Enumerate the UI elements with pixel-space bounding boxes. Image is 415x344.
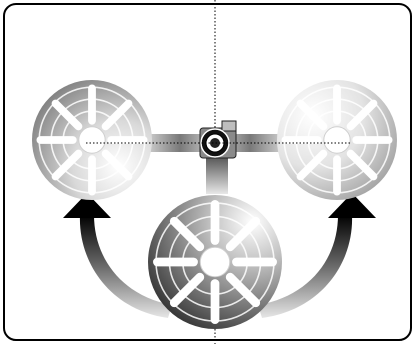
wheel-spoke xyxy=(51,149,83,181)
wheel-spoke xyxy=(346,99,378,131)
wheel-center xyxy=(199,246,231,278)
wheel-spoke xyxy=(296,149,328,181)
wheel-spoke xyxy=(169,216,205,252)
wheel-spoke xyxy=(101,99,133,131)
wheel-spoke xyxy=(225,216,261,252)
wheel-icon-right xyxy=(277,80,397,200)
curved-arrow-icon-left xyxy=(63,193,172,318)
wheel-icon-bottom xyxy=(148,195,282,329)
wheel-center xyxy=(323,126,351,154)
central-hub-icon xyxy=(199,120,237,159)
wheel-spoke xyxy=(51,99,83,131)
wheel-icon-left xyxy=(32,80,152,200)
wheel-spoke xyxy=(296,99,328,131)
curved-arrow-icon-right xyxy=(258,193,376,318)
wheel-spoke xyxy=(225,272,261,308)
wheel-center xyxy=(78,126,106,154)
wheel-spoke xyxy=(101,149,133,181)
wheel-spoke xyxy=(169,272,205,308)
wheel-spoke xyxy=(346,149,378,181)
